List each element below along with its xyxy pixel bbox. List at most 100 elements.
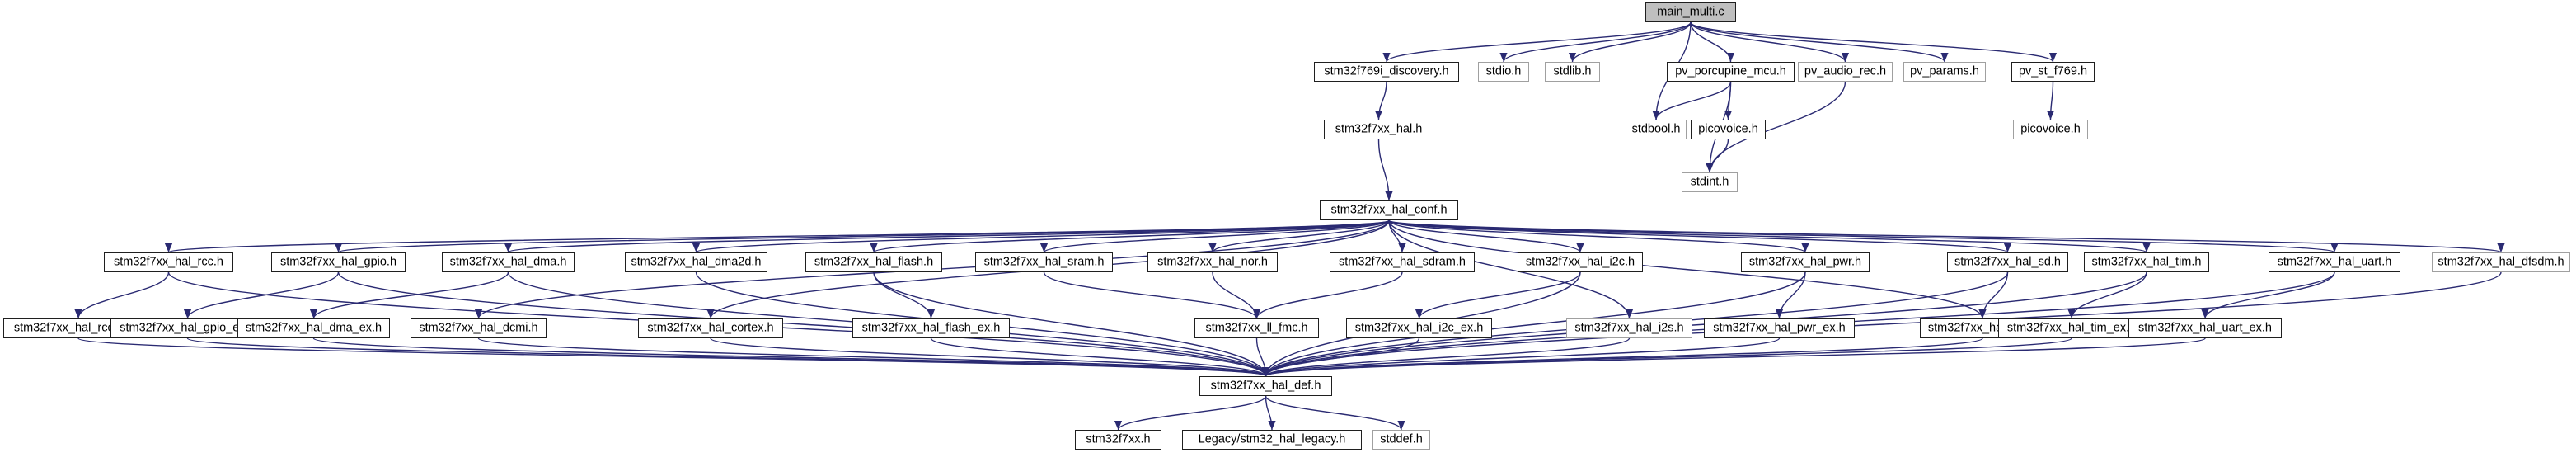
graph-edge (873, 219, 1390, 253)
graph-node-hal_i2s[interactable]: stm32f7xx_hal_i2s.h (1566, 318, 1692, 338)
graph-edge (1982, 271, 2009, 319)
graph-node-picovoice2[interactable]: picovoice.h (2013, 120, 2088, 139)
graph-node-hal_rcc[interactable]: stm32f7xx_hal_rcc.h (104, 252, 233, 272)
graph-edge-arrow (1261, 367, 1270, 376)
graph-edge (1690, 21, 1732, 63)
graph-node-hal_dma2d[interactable]: stm32f7xx_hal_dma2d.h (625, 252, 767, 272)
graph-node-stdio[interactable]: stdio.h (1478, 62, 1529, 82)
graph-edge (710, 337, 1267, 377)
graph-edge-arrow (1261, 367, 1270, 376)
graph-node-label: picovoice.h (2020, 122, 2081, 136)
graph-node-hal_cortex[interactable]: stm32f7xx_hal_cortex.h (638, 318, 783, 338)
graph-edge-arrow (474, 309, 483, 318)
graph-node-hal_sram[interactable]: stm32f7xx_hal_sram.h (975, 252, 1113, 272)
graph-node-label: stm32f7xx_hal_tim_ex.h (2006, 321, 2137, 335)
graph-node-hal_tim_ex[interactable]: stm32f7xx_hal_tim_ex.h (1998, 318, 2145, 338)
graph-node-main_multi[interactable]: main_multi.c (1645, 2, 1736, 22)
graph-node-hal_nor[interactable]: stm32f7xx_hal_nor.h (1147, 252, 1278, 272)
graph-edge-arrow (1268, 421, 1276, 430)
graph-node-stm32f7xx_hal_conf[interactable]: stm32f7xx_hal_conf.h (1320, 200, 1458, 220)
graph-edge (1265, 395, 1402, 431)
graph-edge (1388, 219, 2502, 253)
graph-edge (1265, 395, 1273, 431)
graph-edge-arrow (1775, 309, 1784, 318)
graph-node-label: stdbool.h (1631, 122, 1681, 136)
graph-edge-arrow (1652, 111, 1660, 120)
graph-node-legacy[interactable]: Legacy/stm32_hal_legacy.h (1182, 430, 1362, 450)
graph-edge-arrow (504, 243, 513, 252)
graph-node-hal_uart_ex[interactable]: stm32f7xx_hal_uart_ex.h (2128, 318, 2282, 338)
graph-node-label: stm32f7xx_hal_sd.h (1954, 255, 2061, 269)
graph-edge (1377, 139, 1390, 201)
graph-node-hal_i2c_ex[interactable]: stm32f7xx_hal_i2c_ex.h (1346, 318, 1492, 338)
graph-edge-arrow (1261, 367, 1270, 376)
graph-node-hal_pwr_ex[interactable]: stm32f7xx_hal_pwr_ex.h (1704, 318, 1855, 338)
graph-edge-arrow (1576, 243, 1584, 252)
graph-edge-arrow (1261, 367, 1270, 376)
graph-node-stddef[interactable]: stddef.h (1372, 430, 1430, 450)
graph-node-label: picovoice.h (1698, 122, 1758, 136)
graph-node-hal_sdram[interactable]: stm32f7xx_hal_sdram.h (1330, 252, 1475, 272)
graph-node-hal_flash[interactable]: stm32f7xx_hal_flash.h (805, 252, 942, 272)
graph-edge-arrow (2003, 243, 2012, 252)
graph-edge (1778, 271, 1806, 319)
graph-node-label: stm32f7xx_hal_dma.h (449, 255, 567, 269)
graph-node-ll_fmc[interactable]: stm32f7xx_ll_fmc.h (1194, 318, 1319, 338)
graph-node-label: pv_st_f769.h (2018, 64, 2088, 78)
graph-node-hal_uart[interactable]: stm32f7xx_hal_uart.h (2269, 252, 2400, 272)
graph-node-hal_tim[interactable]: stm32f7xx_hal_tim.h (2084, 252, 2209, 272)
graph-node-hal_dma[interactable]: stm32f7xx_hal_dma.h (442, 252, 575, 272)
graph-node-hal_dcmi[interactable]: stm32f7xx_hal_dcmi.h (411, 318, 547, 338)
graph-node-hal_dma_ex[interactable]: stm32f7xx_hal_dma_ex.h (237, 318, 390, 338)
graph-edge-arrow (1706, 163, 1714, 172)
graph-node-stm32f769i_discovery[interactable]: stm32f769i_discovery.h (1314, 62, 1459, 82)
graph-edge (1377, 81, 1387, 120)
graph-edge (695, 219, 1390, 253)
graph-edge (2071, 271, 2147, 319)
graph-edge (1388, 219, 2009, 253)
graph-edge (1255, 337, 1267, 377)
graph-node-stdint[interactable]: stdint.h (1682, 172, 1738, 192)
graph-edge (1727, 81, 1732, 120)
graph-node-stdbool[interactable]: stdbool.h (1626, 120, 1687, 139)
graph-edge-arrow (692, 243, 701, 252)
graph-node-pv_st_f769[interactable]: pv_st_f769.h (2011, 62, 2095, 82)
graph-edge-arrow (2330, 243, 2339, 252)
graph-edge (2204, 271, 2335, 319)
graph-node-stm32f7xx_hal[interactable]: stm32f7xx_hal.h (1324, 120, 1433, 139)
graph-edge (1388, 219, 2147, 253)
graph-node-hal_i2c[interactable]: stm32f7xx_hal_i2c.h (1518, 252, 1643, 272)
graph-node-pv_params[interactable]: pv_params.h (1903, 62, 1986, 82)
graph-edge-arrow (1261, 367, 1270, 376)
graph-edge (1265, 337, 1983, 377)
graph-edge-arrow (1261, 367, 1270, 376)
graph-edge-arrow (1261, 367, 1270, 376)
graph-edge-arrow (1261, 367, 1270, 376)
graph-edge-arrow (870, 243, 878, 252)
graph-node-label: pv_params.h (1910, 64, 1979, 78)
graph-node-picovoice[interactable]: picovoice.h (1691, 120, 1766, 139)
graph-node-pv_audio_rec[interactable]: pv_audio_rec.h (1798, 62, 1893, 82)
graph-edge-arrow (1252, 309, 1261, 318)
graph-node-hal_flash_ex[interactable]: stm32f7xx_hal_flash_ex.h (852, 318, 1010, 338)
graph-node-stm32f7xx[interactable]: stm32f7xx.h (1075, 430, 1161, 450)
graph-node-hal_gpio[interactable]: stm32f7xx_hal_gpio.h (271, 252, 406, 272)
graph-edge (1117, 395, 1267, 431)
graph-node-hal_dfsdm[interactable]: stm32f7xx_hal_dfsdm.h (2432, 252, 2570, 272)
graph-edge-arrow (1261, 367, 1270, 376)
graph-node-hal_pwr[interactable]: stm32f7xx_hal_pwr.h (1741, 252, 1870, 272)
graph-node-stdlib[interactable]: stdlib.h (1545, 62, 1600, 82)
graph-edge-arrow (1252, 309, 1261, 318)
graph-node-hal_sd[interactable]: stm32f7xx_hal_sd.h (1947, 252, 2068, 272)
graph-node-hal_def[interactable]: stm32f7xx_hal_def.h (1199, 376, 1332, 396)
graph-node-label: stm32f7xx_hal_cortex.h (647, 321, 774, 335)
graph-edge (2049, 81, 2054, 120)
graph-edge-arrow (1261, 367, 1270, 376)
graph-node-label: stm32f7xx_hal_dma_ex.h (245, 321, 382, 335)
graph-node-pv_porcupine_mcu[interactable]: pv_porcupine_mcu.h (1667, 62, 1795, 82)
graph-node-label: stm32f7xx_hal_rcc.h (114, 255, 223, 269)
graph-node-label: stm32f7xx_hal_tim.h (2091, 255, 2202, 269)
graph-edge (1386, 21, 1692, 63)
graph-edge-arrow (1039, 243, 1049, 252)
graph-edge-arrow (2067, 309, 2076, 318)
